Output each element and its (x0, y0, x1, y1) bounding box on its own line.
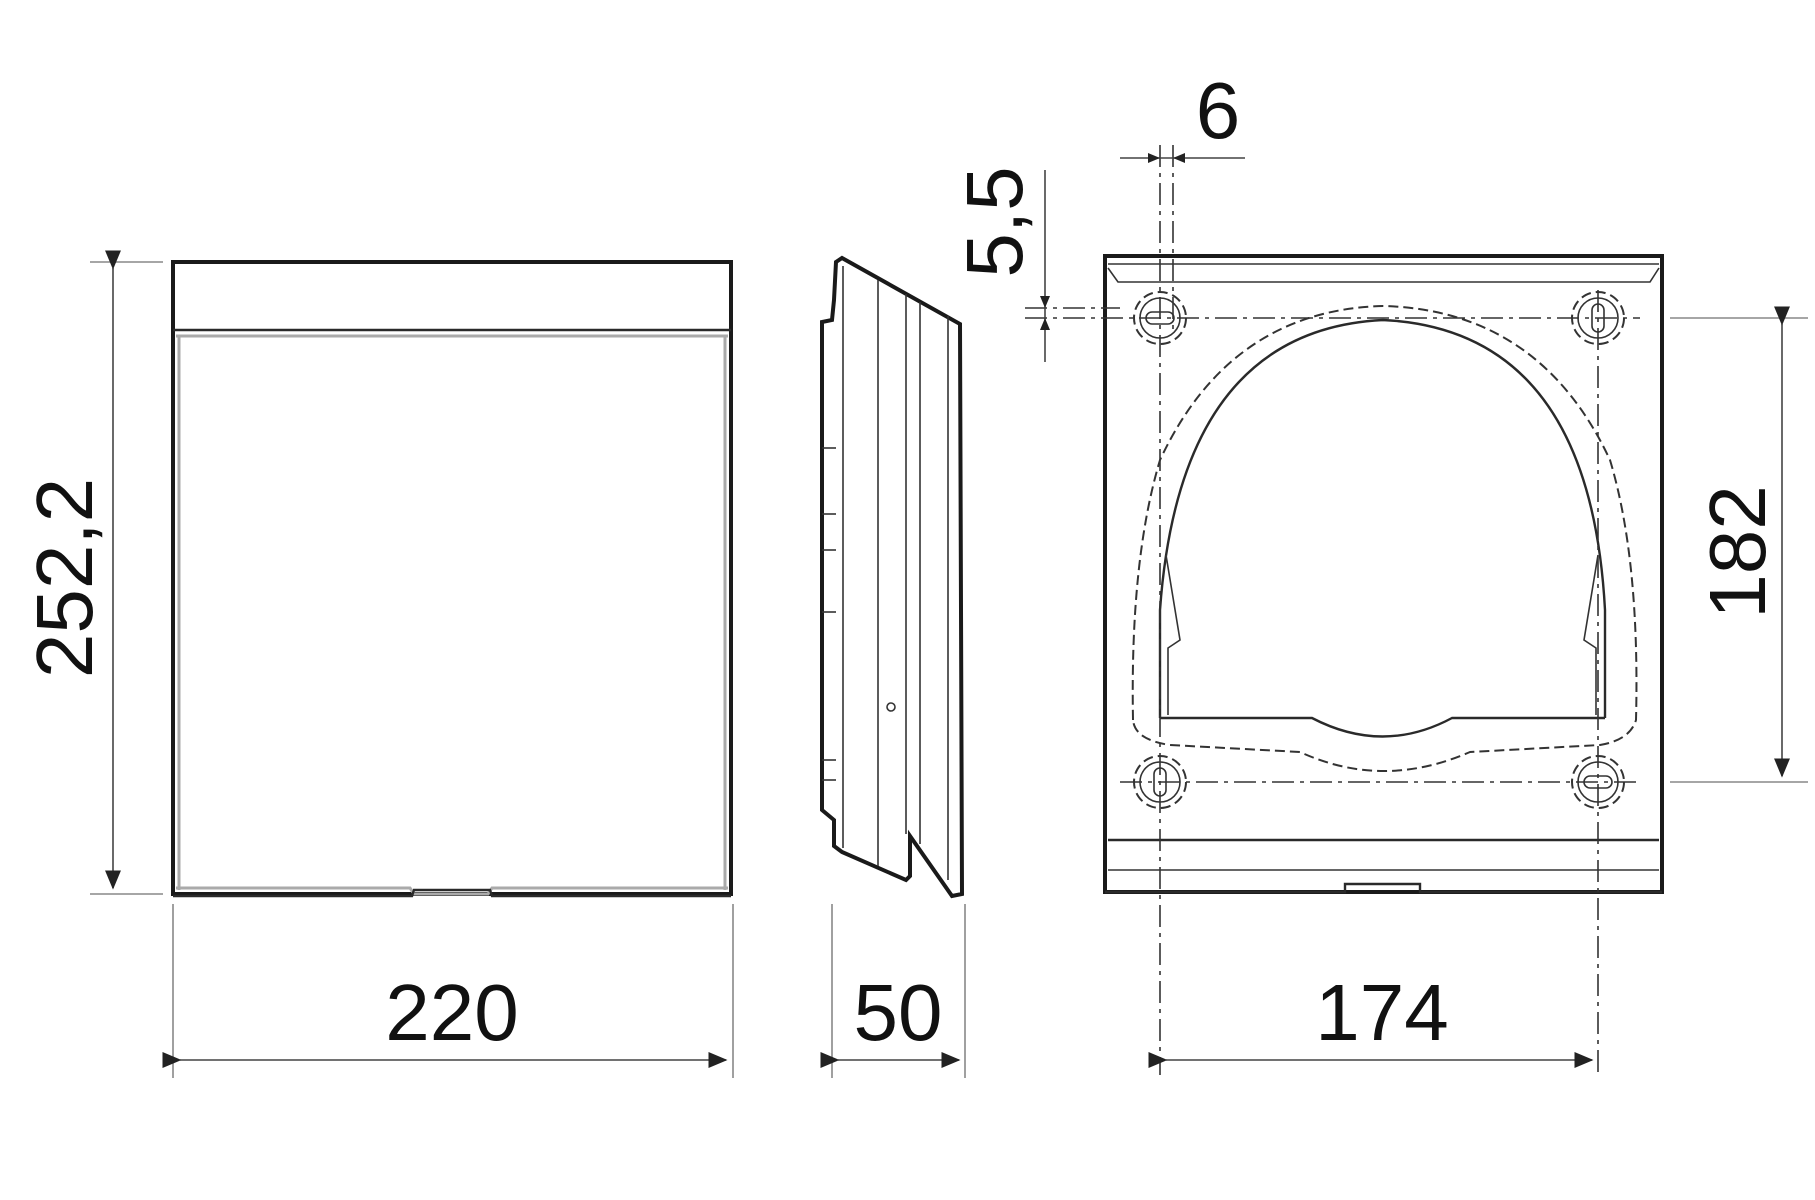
width-dimension: 220 (162, 904, 734, 1078)
slot-height-dimension: 5,5 (950, 166, 1050, 362)
hole-horizontal-spacing-dimension: 174 (1148, 968, 1594, 1068)
depth-label: 50 (854, 968, 943, 1057)
height-label: 252,2 (20, 478, 109, 678)
height-dimension: 252,2 (20, 250, 163, 895)
slot-width-dimension: 6 (1120, 66, 1245, 163)
slot-width-label: 6 (1196, 66, 1241, 155)
hole-vertical-spacing-dimension: 182 (1670, 306, 1808, 783)
width-label: 220 (385, 968, 518, 1057)
front-view (171, 260, 733, 898)
hole-horizontal-spacing-label: 174 (1315, 968, 1448, 1057)
rear-view (1025, 145, 1664, 1075)
slot-height-label: 5,5 (950, 166, 1039, 277)
hole-vertical-spacing-label: 182 (1693, 485, 1782, 618)
depth-dimension: 50 (820, 904, 966, 1078)
side-view (820, 255, 965, 899)
